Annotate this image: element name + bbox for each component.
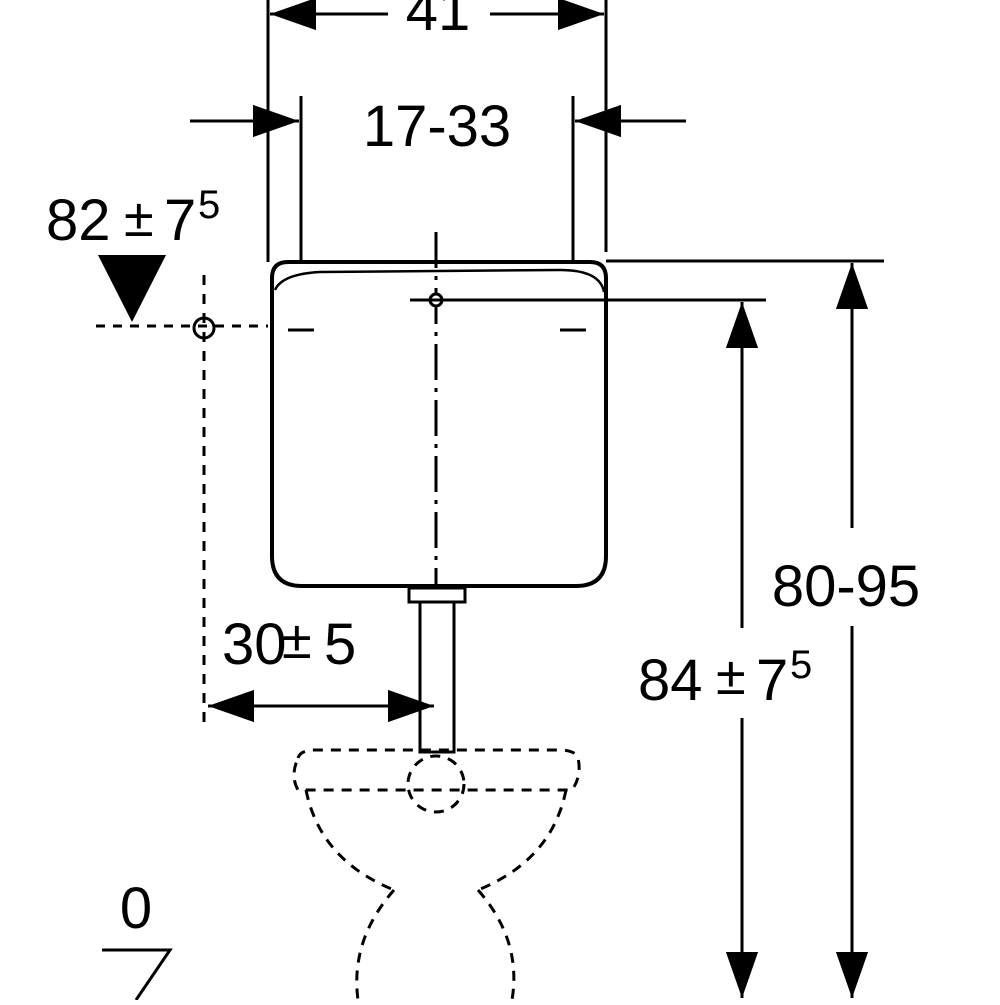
inlet-height-marker: 82 ± 7 5 (46, 183, 268, 730)
tank-height-label: 80-95 (772, 554, 920, 619)
axis-height-dimension: 84 ± 7 5 (638, 302, 812, 998)
bowl-right-curve (477, 789, 568, 892)
tank-body (270, 260, 608, 588)
outlet-offset-tolerance: 5 (324, 612, 356, 677)
outlet-offset-base: 30 (222, 612, 287, 677)
width-dimension: 41 (266, 0, 608, 262)
bowl-right-foot (476, 889, 516, 1001)
bowl-left-foot (355, 889, 396, 1001)
cistern-tank (270, 232, 884, 745)
inlet-height-tolerance-sup: 5 (198, 183, 220, 227)
hole-spacing-dimension: 17-33 (190, 94, 686, 338)
pipe-tube (418, 600, 456, 754)
floor-level-marker: 0 (102, 876, 173, 1001)
bowl-inlet-icon (406, 754, 466, 814)
hole-spacing-label: 17-33 (363, 94, 511, 159)
inlet-height-tolerance: 7 (164, 188, 196, 253)
axis-height-tolerance: 7 (756, 648, 788, 713)
outlet-offset-plusminus: ± (282, 610, 312, 670)
pipe-collar (407, 586, 467, 604)
floor-level-triangle-icon (102, 948, 173, 1001)
axis-height-tolerance-sup: 5 (790, 643, 812, 687)
floor-level-label: 0 (120, 876, 152, 941)
flush-pipe (407, 586, 467, 754)
tank-height-dimension: 80-95 (772, 263, 920, 998)
tank-lid-edge (273, 268, 606, 293)
width-label: 41 (406, 0, 471, 43)
inlet-height-plusminus: ± (124, 188, 154, 248)
bowl-left-curve (304, 789, 395, 892)
axis-height-plusminus: ± (716, 646, 746, 706)
outlet-offset-dimension: 30 ± 5 (208, 610, 434, 723)
bowl-rim (292, 748, 581, 792)
level-triangle-icon (98, 255, 166, 322)
axis-height-base: 84 (638, 648, 703, 713)
inlet-height-base: 82 (46, 188, 111, 253)
wc-bowl (292, 748, 581, 1001)
